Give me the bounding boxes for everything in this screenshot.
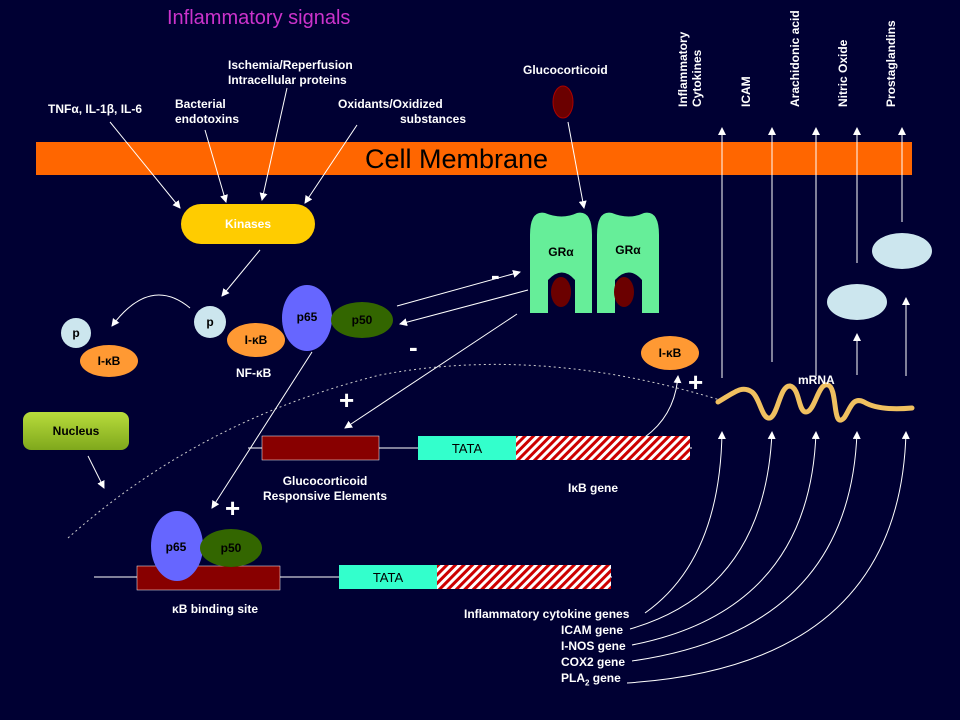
mrna-label: mRNA (798, 373, 835, 387)
nuclear-envelope (67, 363, 721, 539)
new-ikb-ellipse (641, 336, 699, 370)
arrow-nucleus (87, 455, 105, 489)
ikb-gene-tata-label: TATA (451, 440, 483, 456)
gr-alpha-receptor-1 (530, 212, 592, 313)
nfkb-p-label: p (206, 315, 214, 329)
signal-tnf-label: TNFα, IL-1β, IL-6 (48, 102, 143, 116)
free-ikb-label: I-κB (97, 354, 121, 368)
bound-p50-label: p50 (220, 541, 242, 555)
arrow-nfkb-to-gr (396, 270, 521, 307)
gene-list-pla2: PLA2 gene (561, 671, 621, 688)
arrow-gene-pla2 (626, 431, 910, 684)
ikb-gene-tata-box (418, 436, 516, 460)
gre-box (261, 435, 380, 461)
gene-list-inos: I-NOS gene (561, 639, 626, 653)
free-ikb-ellipse (80, 345, 138, 377)
kb-binding-site-label: κB binding site (172, 602, 259, 616)
gene-list-icam: ICAM gene (561, 623, 624, 637)
gr-alpha-receptor-2 (597, 212, 659, 313)
diagram-title: Inflammatory signals (167, 7, 351, 29)
nucleus-box: Nucleus (23, 412, 129, 450)
cell-membrane (36, 142, 912, 175)
arrow-bacterial-to-kinases (204, 129, 228, 203)
arrow-tnf-to-kinases (109, 121, 181, 209)
free-p-label: p (72, 326, 80, 340)
arrow-gr-to-gre (344, 313, 518, 429)
gr2-bound-glucocorticoid (614, 277, 634, 307)
arrow-p65-to-kb-site (211, 351, 313, 509)
kinases-box: Kinases (181, 204, 315, 244)
cytokine-gene-tata-box (339, 565, 437, 589)
plus-sign-2: + (688, 367, 704, 397)
nfkb-ikb-ellipse (227, 323, 285, 357)
gene-list-cytokine: Inflammatory cytokine genes (464, 607, 630, 621)
arrow-gene-cox2 (631, 431, 861, 662)
bound-p50-ellipse (200, 529, 262, 567)
cell-membrane-label: Cell Membrane (365, 144, 549, 174)
gene-list-cox2: COX2 gene (561, 655, 626, 669)
arrow-gr-to-nfkb (399, 289, 529, 327)
ikb-gene-coding (516, 436, 690, 460)
minus-sign-2: - (409, 332, 418, 362)
nfkb-p65-label: p65 (296, 310, 318, 324)
bound-p65-label: p65 (165, 540, 187, 554)
nfkb-p50-ellipse (331, 302, 393, 338)
arrow-kinases-to-nfkb (221, 249, 261, 297)
glucocorticoid-molecule (552, 85, 574, 119)
plus-sign-1: + (339, 385, 355, 415)
arrow-oxidants-to-kinases (304, 124, 358, 204)
nfkb-p65-ellipse (282, 285, 332, 351)
minus-sign-1: - (491, 260, 500, 290)
ikb-gene-label: IκB gene (568, 481, 619, 495)
arrow-gene-inos (631, 431, 820, 646)
new-ikb-label: I-κB (658, 346, 682, 360)
plus-sign-3: + (225, 493, 241, 523)
nfkb-label: NF-κB (236, 366, 272, 380)
free-p-circle (61, 318, 91, 348)
gr1-label: GRα (548, 245, 574, 259)
cytokine-gene-tata-label: TATA (372, 569, 404, 585)
glucocorticoid-label: Glucocorticoid (523, 63, 608, 77)
nfkb-ikb-label: I-κB (244, 333, 268, 347)
mrna-strand (715, 382, 915, 423)
gr2-label: GRα (615, 243, 641, 257)
arrow-gluco-to-gr (567, 121, 587, 209)
cytokine-gene-coding (437, 565, 611, 589)
arrow-ischemia-to-kinases (259, 87, 288, 201)
arrow-ikb-gene-to-ikb (644, 375, 682, 438)
arrow-gene-icam (629, 431, 776, 630)
nitric-oxide-product (827, 284, 887, 320)
nfkb-p-circle (194, 306, 226, 338)
bound-p65-ellipse (151, 511, 203, 581)
gr1-bound-glucocorticoid (551, 277, 571, 307)
arrow-gene-cytokines (644, 431, 726, 614)
nfkb-p50-label: p50 (351, 313, 373, 327)
arrow-nfkb-to-free-ikb (111, 294, 191, 327)
prostaglandin-product (872, 233, 932, 269)
